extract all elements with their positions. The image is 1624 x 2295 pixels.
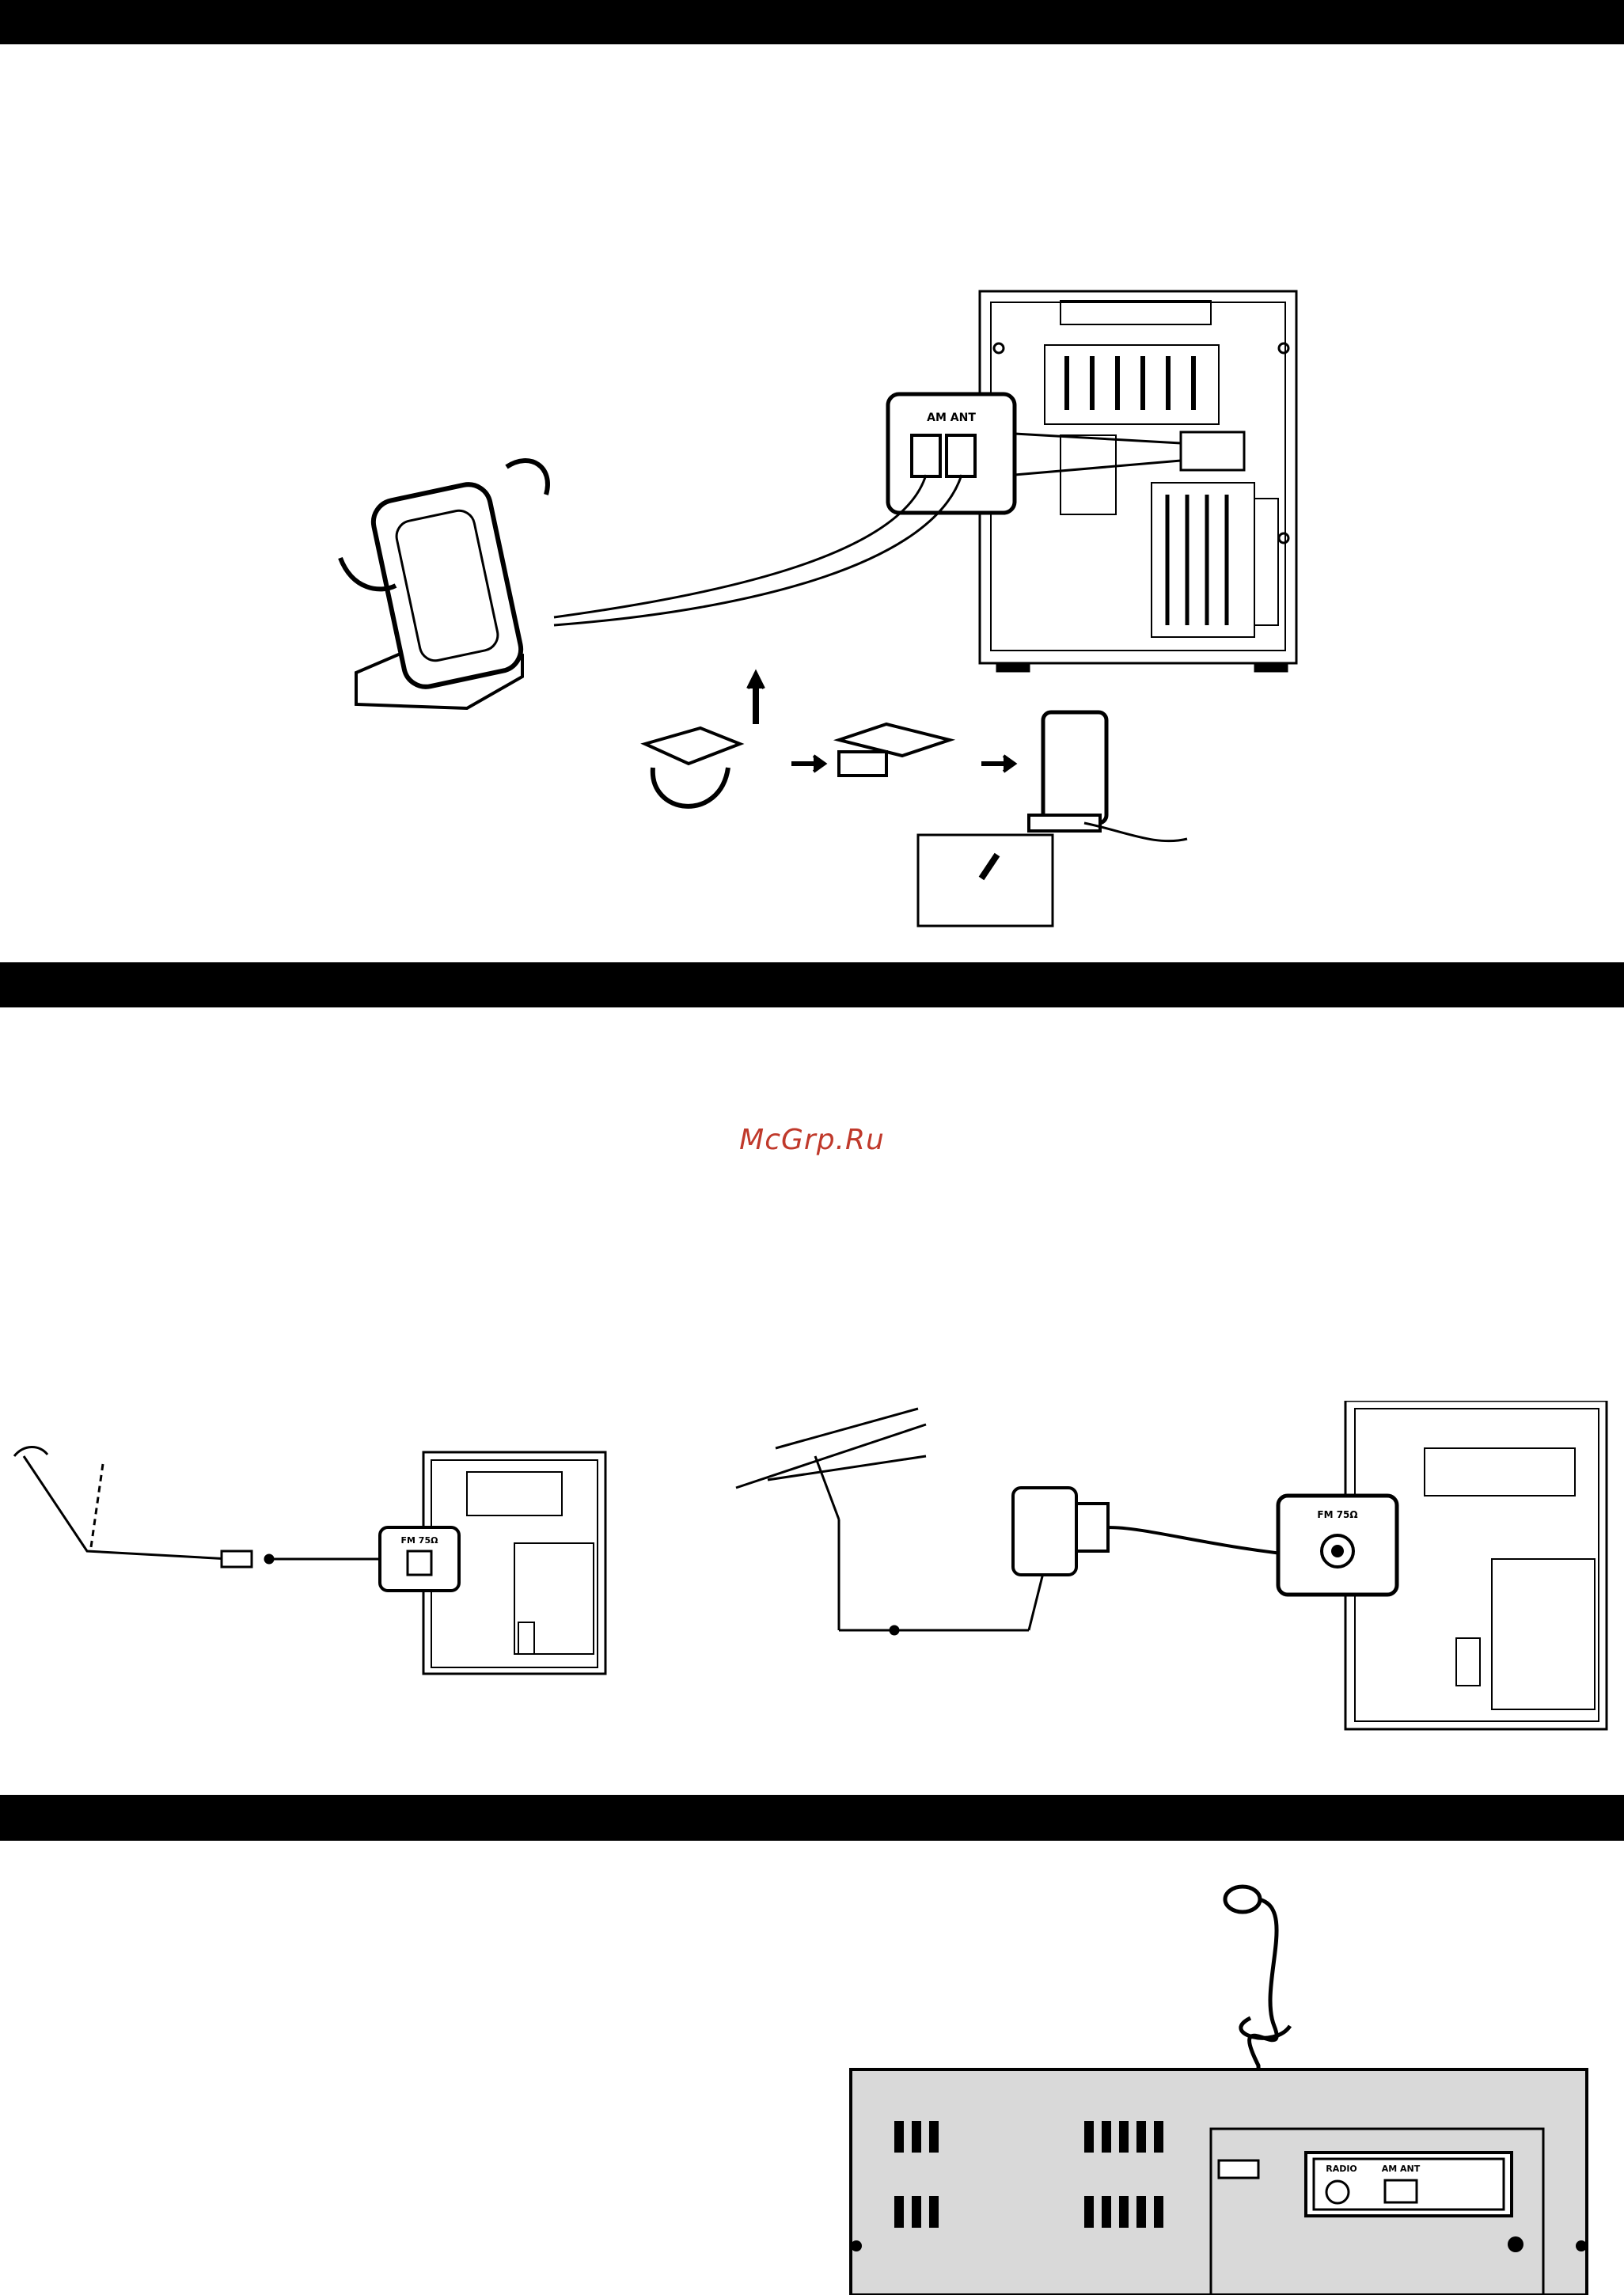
assembly-steps bbox=[645, 673, 1187, 926]
watermark-text: McGrp.Ru bbox=[0, 1124, 1624, 1156]
fm-large-callout-label: FM 75Ω bbox=[1317, 1509, 1357, 1520]
rear-panel-diagram: RADIO AM ANT bbox=[847, 1876, 1591, 2295]
main-unit-rear bbox=[980, 291, 1296, 671]
fm-wire-antenna-diagram: FM 75Ω bbox=[8, 1440, 609, 1694]
rear-panel-radio-label: RADIO bbox=[1326, 2164, 1357, 2174]
fm-small-callout-label: FM 75Ω bbox=[401, 1535, 439, 1546]
fm-outdoor-antenna-diagram: FM 75Ω bbox=[728, 1401, 1615, 1733]
am-antenna-diagram: AM ANT bbox=[317, 277, 1314, 934]
section-band-2 bbox=[0, 962, 1624, 1007]
am-ant-callout-label: AM ANT bbox=[927, 412, 976, 424]
loop-antenna bbox=[340, 461, 548, 708]
fm-small-callout: FM 75Ω bbox=[380, 1527, 459, 1591]
fm-large-callout: FM 75Ω bbox=[1278, 1496, 1397, 1595]
top-band bbox=[0, 0, 1624, 44]
rear-panel-am-label: AM ANT bbox=[1382, 2164, 1421, 2174]
section-band-3 bbox=[0, 1795, 1624, 1841]
